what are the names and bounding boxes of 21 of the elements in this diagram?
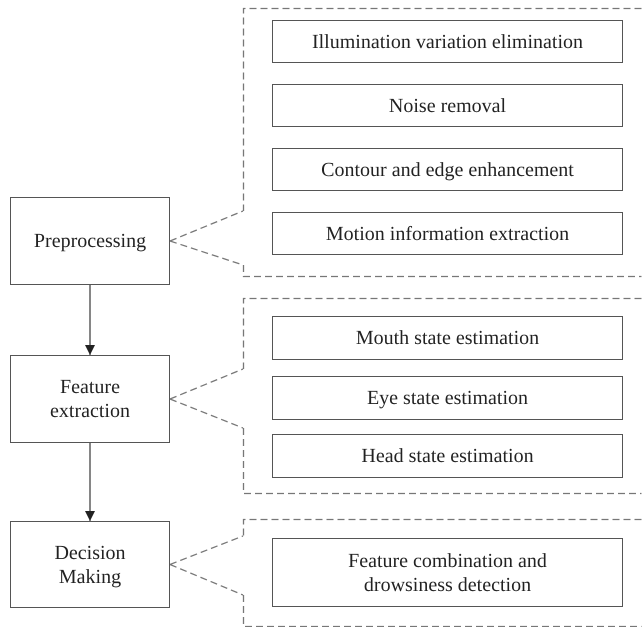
dashed-group-frame [243,8,642,277]
dashed-group-frame [243,519,642,627]
dashed-callout-line [170,398,244,429]
dashed-callout-line [170,564,244,596]
dashed-callout-line [170,210,244,242]
process-box: Decision Making [10,521,170,608]
arrow [85,443,95,521]
process-box: Illumination variation elimination [272,20,623,63]
process-box: Feature extraction [10,355,170,443]
process-box: Contour and edge enhancement [272,148,623,191]
process-box: Eye state estimation [272,376,623,420]
process-box: Mouth state estimation [272,316,623,360]
process-box: Feature combination and drowsiness detection [272,538,623,607]
process-box: Head state estimation [272,434,623,478]
dashed-callout-line [170,535,244,566]
dashed-group-frame [243,298,642,494]
process-box: Motion information extraction [272,212,623,255]
arrow [85,285,95,355]
process-box: Noise removal [272,84,623,127]
dashed-callout-line [170,368,244,400]
process-box: Preprocessing [10,197,170,285]
